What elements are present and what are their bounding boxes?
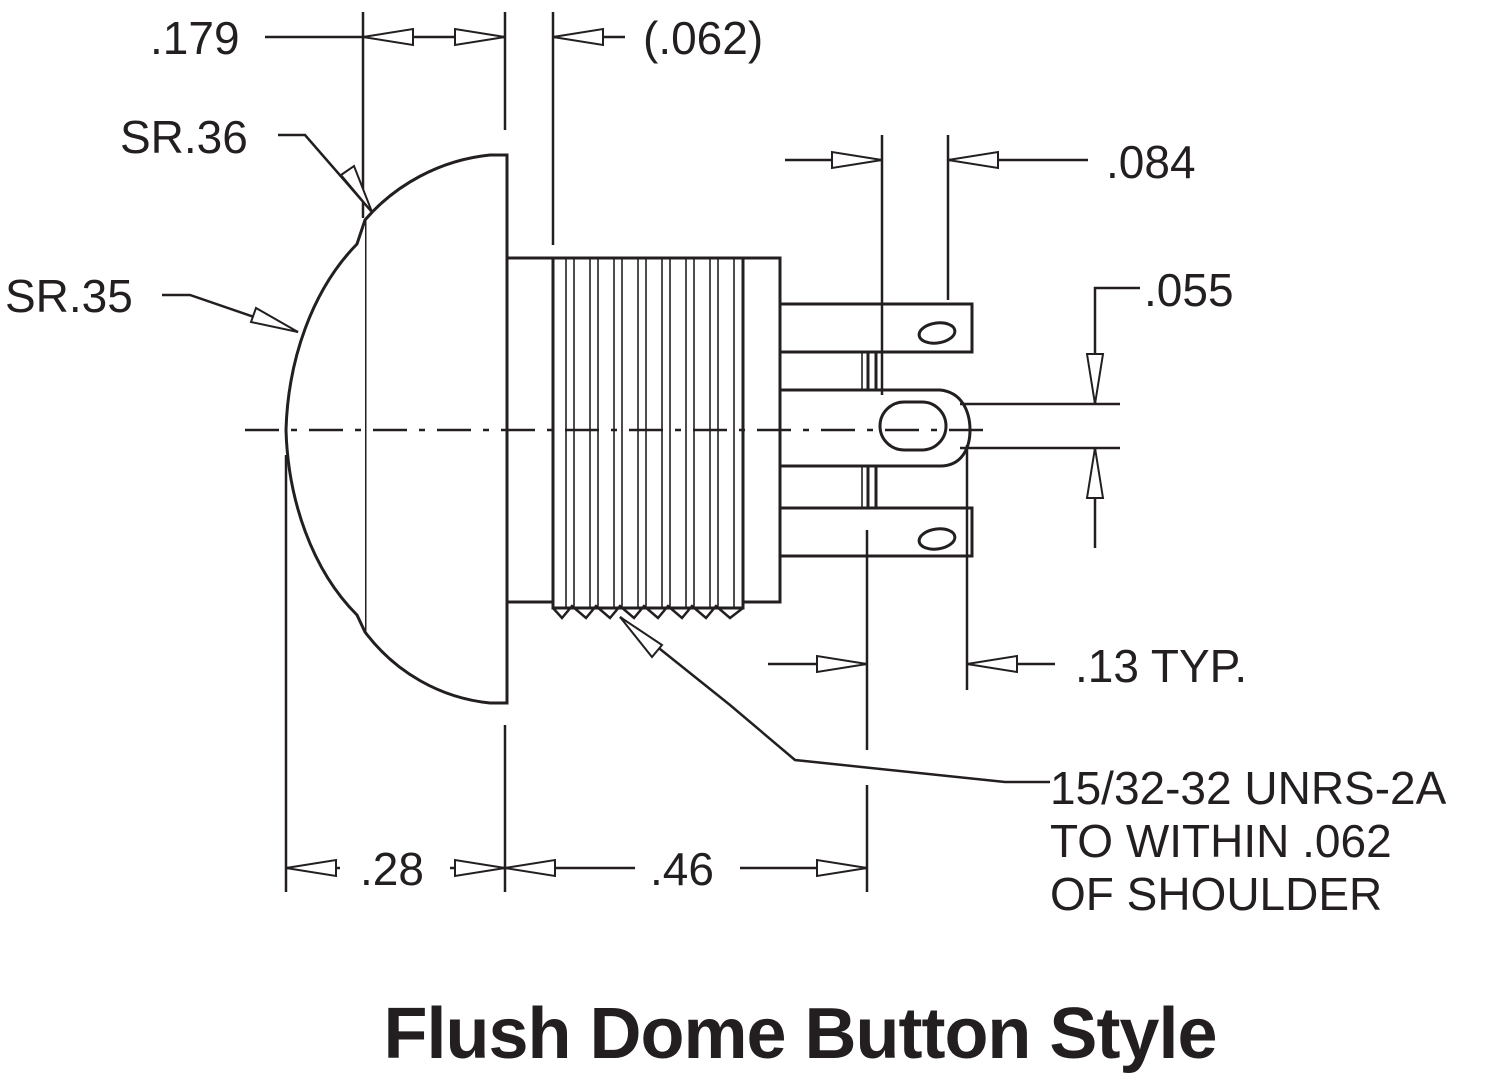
dim-terminal-width: .13 TYP. bbox=[1075, 640, 1247, 692]
dim-terminal-hole: .055 bbox=[1144, 264, 1234, 316]
dim-cap-radius: SR.36 bbox=[120, 111, 248, 163]
thread-note-line-1: 15/32-32 UNRS-2A bbox=[1050, 762, 1447, 814]
dim-dome-length: .28 bbox=[360, 843, 424, 895]
dim-thread-length: .46 bbox=[650, 843, 714, 895]
inner-dome bbox=[284, 219, 367, 633]
thread-note-line-3: OF SHOULDER bbox=[1050, 868, 1382, 920]
dim-shoulder-gap: (.062) bbox=[643, 12, 763, 64]
dim-cap-depth: .179 bbox=[150, 12, 240, 64]
drawing-title: Flush Dome Button Style bbox=[383, 994, 1216, 1074]
dim-terminal-spacing: .084 bbox=[1106, 136, 1196, 188]
thread-note-line-2: TO WITHIN .062 bbox=[1050, 815, 1392, 867]
dim-dome-radius: SR.35 bbox=[5, 270, 133, 322]
terminals bbox=[778, 302, 974, 558]
thread-lines bbox=[552, 258, 744, 620]
dimension-lines bbox=[162, 12, 1140, 892]
threaded-barrel bbox=[551, 256, 745, 610]
